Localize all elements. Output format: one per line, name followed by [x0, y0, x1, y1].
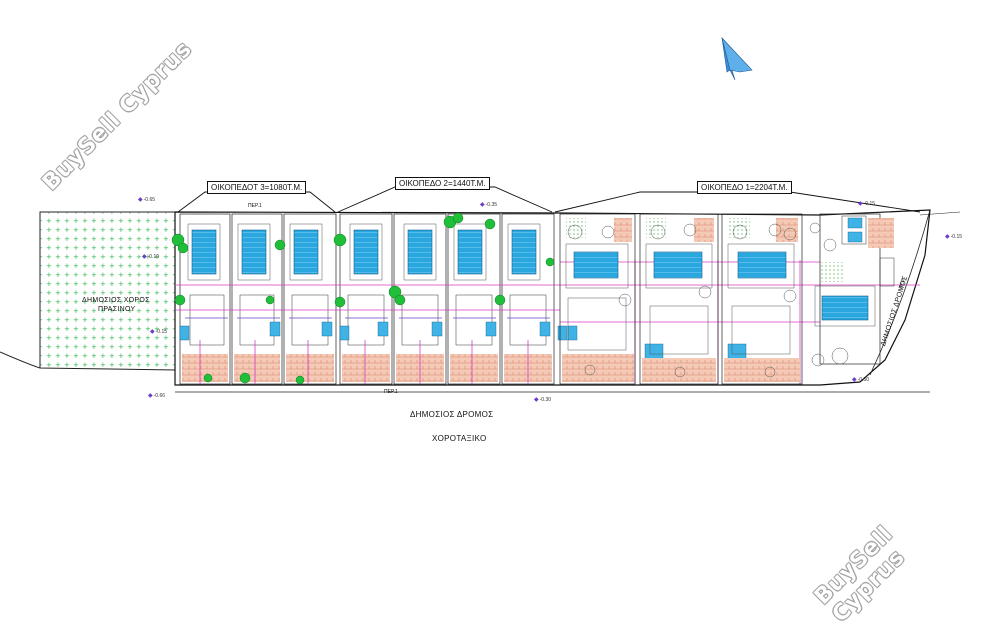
villa-paving	[562, 218, 894, 382]
public-green-area	[39, 211, 176, 371]
plot1-label: ΟΙΚΟΠΕΔΟ 1=2204Τ.Μ.	[697, 181, 792, 194]
level-marker: -0.65	[138, 196, 155, 203]
level-marker: -0.15	[858, 200, 875, 207]
public-green-label-1: ΔΗΜΟΣΙΟΣ ΧΟΡΟΣ	[82, 297, 150, 304]
level-marker: -0.35	[480, 201, 497, 208]
trees	[171, 212, 555, 385]
pool-decks	[187, 223, 541, 281]
pools-narrow	[191, 229, 537, 275]
villa-decks	[565, 243, 876, 355]
plot3-bracket	[177, 191, 336, 213]
per1-bottom-label: ΠΕΡ.1	[384, 389, 398, 395]
grass-patches	[566, 218, 844, 282]
rooms-narrow	[189, 294, 547, 346]
trees-outline	[567, 222, 849, 378]
level-marker: -0.15	[945, 233, 962, 240]
side-road-edge	[869, 209, 931, 376]
level-marker: -0.66	[148, 392, 165, 399]
north-arrow-icon	[721, 36, 753, 81]
paving-strips	[182, 354, 552, 382]
plot2-bracket	[337, 186, 553, 213]
site-plan-label: ΧΟΡΟΤΑΞΙΚΟ	[432, 434, 487, 443]
villas	[559, 213, 881, 385]
level-marker: -0.30	[534, 396, 551, 403]
boundary-curve	[0, 351, 41, 369]
bathrooms	[179, 217, 863, 361]
public-road-label: ΔΗΜΟΣΙΟΣ ΔΡΟΜΟΣ	[410, 410, 494, 419]
public-green-label-2: ΠΡΑΣΙΝΟΥ	[98, 306, 136, 313]
level-marker: -0.10	[142, 253, 159, 260]
plot2-label: ΟΙΚΟΠΕΔΟ 2=1440Τ.Μ.	[395, 177, 490, 190]
side-structure	[841, 215, 895, 287]
level-marker: -0.50	[852, 376, 869, 383]
plot3-label: ΟΙΚΟΠΕΔΟΤ 3=1080Τ.Μ.	[207, 181, 307, 194]
villa-pools	[573, 251, 869, 321]
per1-top-label: ΠΕΡ.1	[248, 203, 262, 209]
level-marker: -0.15	[150, 328, 167, 335]
